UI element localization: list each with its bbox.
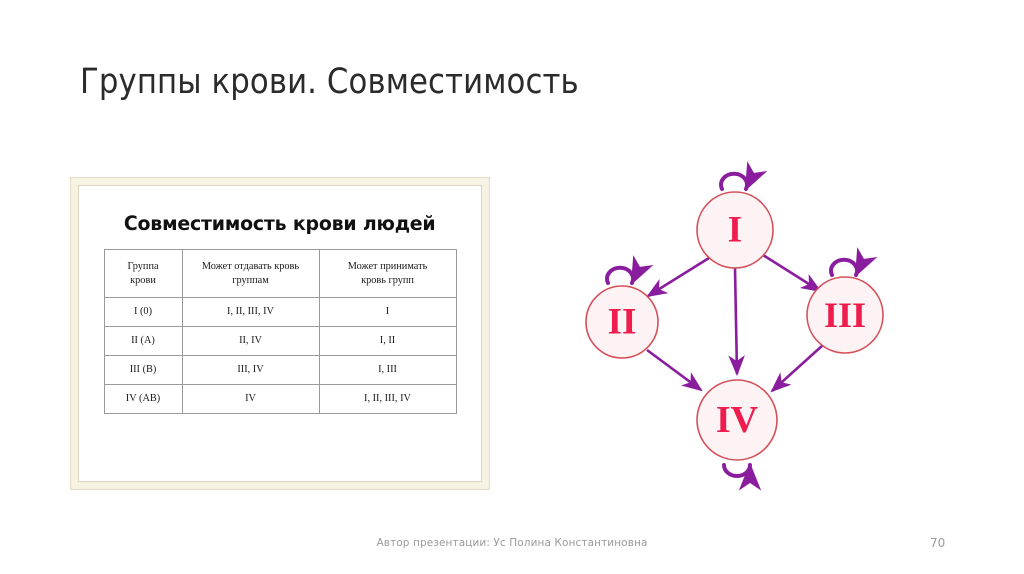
- graph-edges: [646, 253, 824, 393]
- node-I[interactable]: I: [696, 191, 774, 269]
- edge-III-to-IV: [770, 344, 824, 393]
- cell-group: III (B): [103, 355, 183, 385]
- table-row: I (0) I, II, III, IV I: [103, 297, 457, 327]
- cell-receives: I, II: [318, 326, 457, 356]
- node-circle-IV[interactable]: [696, 379, 778, 461]
- header-line: Может отдавать кровь: [201, 260, 300, 272]
- cell-group: IV (AB): [103, 384, 183, 414]
- self-loop-IV: [722, 462, 762, 491]
- cell-receives: I: [318, 297, 457, 327]
- node-label-III: III: [824, 295, 866, 335]
- slide-page-number: 70: [930, 536, 946, 550]
- header-line: группам: [232, 274, 269, 286]
- self-loop-III: [829, 247, 878, 278]
- node-III[interactable]: III: [806, 276, 884, 354]
- compatibility-table-frame: Совместимость крови людей Группа крови М…: [78, 185, 482, 482]
- node-label-IV: IV: [716, 399, 759, 441]
- cell-receives: I, III: [318, 355, 457, 385]
- cell-group: I (0): [103, 297, 183, 327]
- column-header-receives: Может принимать кровь групп: [318, 249, 457, 298]
- edge-I-to-III: [762, 253, 822, 293]
- header-line: кровь групп: [361, 274, 414, 286]
- graph-nodes: I II III IV: [585, 191, 884, 461]
- cell-donates: III, IV: [181, 355, 320, 385]
- page-title: Группы крови. Совместимость: [80, 62, 579, 102]
- self-loops: [605, 161, 878, 491]
- header-line: крови: [130, 274, 156, 286]
- compatibility-table-card: Совместимость крови людей Группа крови М…: [70, 177, 490, 490]
- table-row: IV (AB) IV I, II, III, IV: [103, 384, 457, 414]
- node-label-I: I: [728, 210, 742, 251]
- cell-receives: I, II, III, IV: [318, 384, 457, 414]
- cell-donates: IV: [181, 384, 320, 414]
- edge-I-to-IV: [728, 267, 745, 377]
- table-header-row: Группа крови Может отдавать кровь группа…: [103, 249, 457, 298]
- node-label-II: II: [608, 302, 637, 343]
- header-line: Группа: [127, 260, 159, 272]
- footer-author-note: Автор презентации: Ус Полина Константино…: [376, 537, 648, 549]
- header-line: Может принимать: [347, 260, 428, 272]
- table-title: Совместимость крови людей: [124, 212, 436, 235]
- blood-compatibility-table: Группа крови Может отдавать кровь группа…: [103, 249, 457, 414]
- node-circle-III[interactable]: [806, 276, 884, 354]
- cell-donates: I, II, III, IV: [181, 297, 320, 327]
- column-header-donates: Может отдавать кровь группам: [181, 249, 320, 298]
- node-circle-I[interactable]: [696, 191, 774, 269]
- edge-I-to-II: [646, 256, 710, 298]
- node-circle-II[interactable]: [585, 285, 659, 359]
- table-row: III (B) III, IV I, III: [103, 355, 457, 385]
- node-IV[interactable]: IV: [696, 379, 778, 461]
- node-II[interactable]: II: [585, 285, 659, 359]
- cell-donates: II, IV: [181, 326, 320, 356]
- self-loop-I: [719, 161, 768, 192]
- blood-group-graph: I II III IV: [560, 155, 960, 495]
- self-loop-II: [605, 255, 654, 286]
- table-row: II (A) II, IV I, II: [103, 326, 457, 356]
- cell-group: II (A): [103, 326, 183, 356]
- edge-II-to-IV: [646, 348, 703, 392]
- column-header-group: Группа крови: [103, 249, 183, 298]
